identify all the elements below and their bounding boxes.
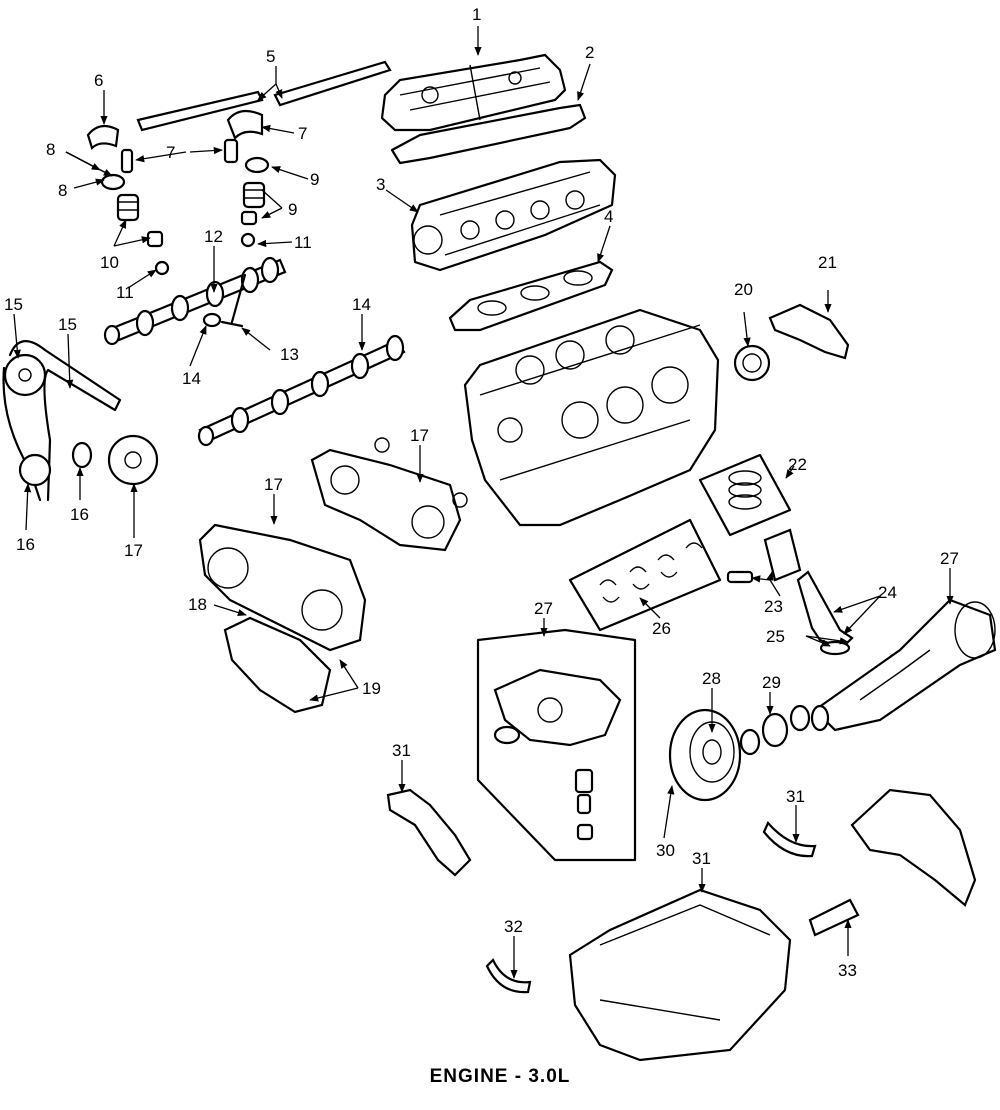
head-gasket <box>448 260 614 332</box>
camshaft-upper <box>103 256 287 346</box>
lash-adjuster-left <box>120 148 134 174</box>
piston-pin <box>726 570 754 584</box>
seal-half-right <box>762 820 817 858</box>
main-bearings-box <box>568 518 722 632</box>
tappet <box>202 312 222 328</box>
callout-8-left: 10 <box>100 253 119 272</box>
leader-lines <box>13 26 954 979</box>
callout-7-right: 11 <box>294 233 312 252</box>
callout-14-lower: 14 <box>352 295 371 314</box>
callout-17-top: 15 <box>4 295 23 314</box>
callout-29: 28 <box>702 669 721 688</box>
crank-pulley <box>668 708 742 802</box>
callout-16-top: 17 <box>410 426 429 445</box>
callout-13: 7 <box>166 143 175 162</box>
rocker-rail-right <box>273 60 392 107</box>
idler-pulley <box>71 441 93 469</box>
callout-31-left: 32 <box>504 917 523 936</box>
engine-block <box>463 308 720 527</box>
piston <box>763 528 802 582</box>
cylinder-head <box>410 158 617 272</box>
crank-sprocket <box>761 712 789 748</box>
callout-21: 22 <box>788 455 807 474</box>
rocker-arm-right <box>226 109 264 140</box>
callout-5: 13 <box>280 345 299 364</box>
callout-11-right: 7 <box>298 124 307 143</box>
callout-17-crank: 29 <box>762 673 781 692</box>
tensioner-pulley <box>18 453 52 487</box>
callout-23: 24 <box>878 583 897 602</box>
camshaft-sprocket-left <box>3 353 47 397</box>
callout-1: 3 <box>376 175 385 194</box>
callout-2: 4 <box>604 207 613 226</box>
callout-12: 5 <box>266 47 275 66</box>
valve-cover-gasket <box>390 103 587 165</box>
callout-9-left: 8 <box>58 181 67 200</box>
callout-26: 27 <box>940 549 959 568</box>
oil-pump-box <box>476 628 637 862</box>
callout-24: 25 <box>766 627 785 646</box>
valve-spring-set-right <box>240 156 270 248</box>
camshaft-sprocket-center <box>107 434 159 486</box>
valve-cover <box>380 53 567 132</box>
lash-adjuster-right <box>223 138 239 164</box>
callout-9-right: 9 <box>310 170 319 189</box>
piston-rings-box <box>698 453 792 537</box>
callout-30: 31 <box>692 849 711 868</box>
oil-pickup <box>386 788 472 877</box>
callout-16-bottom: 19 <box>362 679 381 698</box>
diagram-caption: ENGINE - 3.0L <box>429 1066 571 1087</box>
callout-15-top: 17 <box>264 475 283 494</box>
callout-28: 30 <box>656 841 675 860</box>
callout-27-left: 20 <box>734 280 753 299</box>
callout-22: 23 <box>764 597 783 616</box>
lower-timing-cover <box>223 616 332 714</box>
callout-10: 8 <box>46 140 55 159</box>
front-timing-cover <box>198 523 367 652</box>
callout-numbers: 1 2 3 4 5 6 7 7 8 8 9 9 10 11 11 12 13 1… <box>4 5 959 980</box>
callout-33: 31 <box>392 741 411 760</box>
callout-18: 15 <box>58 315 77 334</box>
seal-retainer <box>768 303 850 360</box>
callout-11-left: 6 <box>94 71 103 90</box>
callout-15-bottom: 18 <box>188 595 207 614</box>
callout-27-right: 21 <box>818 253 837 272</box>
callout-6: 14 <box>182 369 201 388</box>
rear-plate <box>850 788 977 907</box>
callout-17-bottom: 17 <box>124 541 143 560</box>
callout-31-bottom: 33 <box>838 961 857 980</box>
callout-14-upper: 12 <box>204 227 223 246</box>
callout-32: 27 <box>534 599 553 618</box>
camshaft-lower <box>197 334 406 447</box>
valve <box>220 273 247 328</box>
crankshaft <box>810 598 997 732</box>
rocker-arm-left <box>86 124 120 151</box>
rear-main-seal <box>733 344 771 382</box>
callout-3: 1 <box>472 5 481 24</box>
oil-pan <box>568 888 860 1062</box>
callout-19: 16 <box>16 535 35 554</box>
callout-31-right: 31 <box>786 787 805 806</box>
callout-7-left: 11 <box>116 283 134 302</box>
callout-8-right: 9 <box>288 200 297 219</box>
callout-4: 2 <box>585 43 594 62</box>
callout-25: 26 <box>652 619 671 638</box>
seal-half-left <box>485 958 532 994</box>
rear-timing-cover <box>310 437 468 552</box>
callout-20: 16 <box>70 505 89 524</box>
